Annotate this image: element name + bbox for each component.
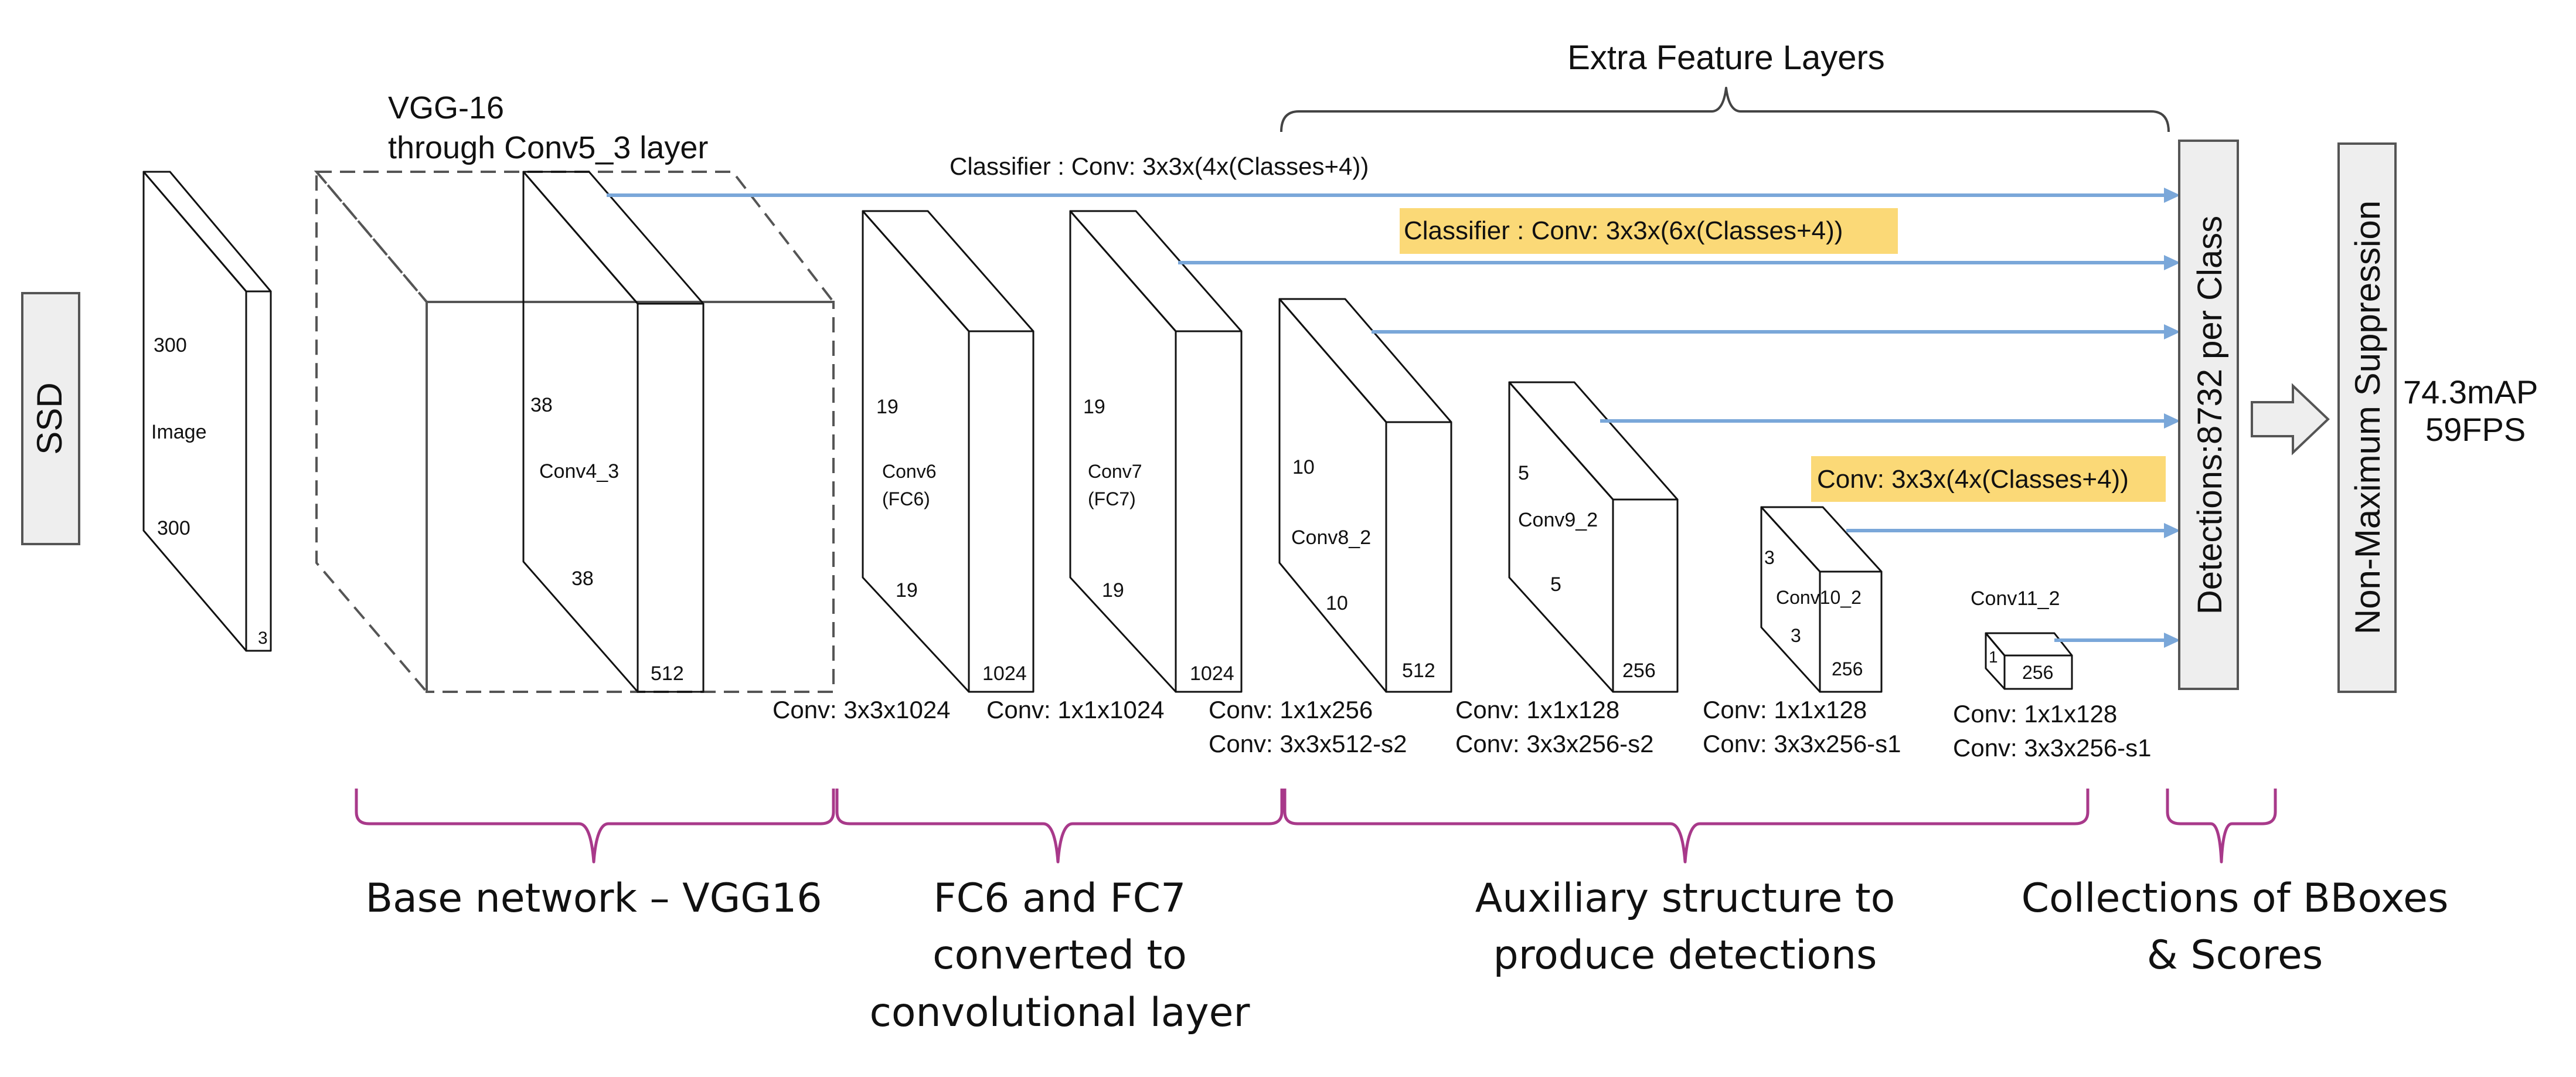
input-channels-label: 3 xyxy=(258,628,268,648)
conv10-2-op2-label: Conv: 3x3x256-s1 xyxy=(1703,730,1901,757)
collections-label-line2: & Scores xyxy=(2147,932,2323,979)
conv4-3-block: 38 Conv4_3 38 512 xyxy=(522,171,705,693)
conv11-2-name-label: Conv11_2 xyxy=(1971,587,2060,610)
classifier-3-highlight xyxy=(1811,456,2166,502)
conv10-2-op1-label: Conv: 1x1x128 xyxy=(1703,696,1867,723)
conv9-2-op1-label: Conv: 1x1x128 xyxy=(1455,696,1619,723)
conv7-height-label: 19 xyxy=(1083,396,1105,418)
conv6-depth-label: 1024 xyxy=(982,662,1027,685)
vgg16-dashed-box xyxy=(314,168,836,695)
conv9-2-op2-label: Conv: 3x3x256-s2 xyxy=(1455,730,1654,757)
classifier-2-highlight xyxy=(1400,208,1898,254)
results-map-label: 74.3mAP xyxy=(2403,373,2538,410)
vgg16-label-line1: VGG-16 xyxy=(388,90,504,125)
classifier-2-label: Classifier : Conv: 3x3x(6x(Classes+4)) xyxy=(1404,216,1843,245)
conv11-2-height-label: 1 xyxy=(1989,648,1998,666)
detections-label: Detections:8732 per Class xyxy=(2191,216,2229,614)
auxiliary-brace xyxy=(1283,789,2090,864)
collections-brace xyxy=(2166,789,2277,864)
conv6-name-label: Conv6 xyxy=(882,461,937,482)
fc-label-line1: FC6 and FC7 xyxy=(934,875,1186,922)
nms-label: Non-Maximum Suppression xyxy=(2348,201,2387,634)
conv4-3-name-label: Conv4_3 xyxy=(539,460,619,483)
conv9-2-height-label: 5 xyxy=(1518,462,1529,484)
base-network-label: Base network – VGG16 xyxy=(365,875,822,922)
conv10-2-width-label: 3 xyxy=(1791,625,1801,646)
conv8-2-height-label: 10 xyxy=(1292,456,1315,478)
conv10-2-height-label: 3 xyxy=(1764,547,1775,568)
conv4-3-height-label: 38 xyxy=(530,394,553,416)
auxiliary-label-line2: produce detections xyxy=(1493,932,1877,979)
nms-box xyxy=(2337,142,2397,693)
input-name-label: Image xyxy=(151,421,207,443)
conv7-block: 19 Conv7 (FC7) 19 1024 xyxy=(1069,210,1243,693)
conv8-2-block: 10 Conv8_2 10 512 xyxy=(1278,298,1452,693)
conv8-2-width-label: 10 xyxy=(1326,592,1348,614)
fc-label-line3: convolutional layer xyxy=(870,990,1250,1036)
conv11-2-block: Conv11_2 1 256 xyxy=(1971,587,2073,690)
classifier-1-label: Classifier : Conv: 3x3x(4x(Classes+4)) xyxy=(950,152,1369,180)
conv6-width-label: 19 xyxy=(896,579,918,602)
conv11-2-depth-label: 256 xyxy=(2022,662,2053,683)
conv6-block: 19 Conv6 (FC6) 19 1024 xyxy=(862,210,1035,693)
conv7-width-label: 19 xyxy=(1102,579,1124,602)
nms-arrow xyxy=(2251,383,2330,456)
vgg16-label-line2: through Conv5_3 layer xyxy=(388,130,708,165)
conv6-op-label: Conv: 3x3x1024 xyxy=(773,696,951,723)
conv9-2-depth-label: 256 xyxy=(1622,660,1656,682)
conv8-2-name-label: Conv8_2 xyxy=(1291,526,1371,549)
ssd-label: SSD xyxy=(30,382,69,454)
conv10-2-name-label: Conv10_2 xyxy=(1776,587,1862,608)
conv8-2-op1-label: Conv: 1x1x256 xyxy=(1209,696,1373,723)
input-width-label: 300 xyxy=(157,517,190,539)
results-fps-label: 59FPS xyxy=(2425,411,2526,448)
input-image-block: 300 Image 300 3 xyxy=(142,171,272,652)
conv9-2-block: 5 Conv9_2 5 256 xyxy=(1508,381,1679,693)
base-network-brace xyxy=(355,789,835,864)
conv7-depth-label: 1024 xyxy=(1190,662,1234,685)
conv11-2-op1-label: Conv: 1x1x128 xyxy=(1953,700,2117,728)
conv7-name-label: Conv7 xyxy=(1088,461,1142,482)
conv6-height-label: 19 xyxy=(876,396,899,418)
input-height-label: 300 xyxy=(154,334,187,356)
extra-feature-layers-brace xyxy=(1280,87,2170,132)
classifier-arrows xyxy=(607,188,2180,648)
collections-label-line1: Collections of BBoxes xyxy=(2022,875,2449,922)
conv10-2-depth-label: 256 xyxy=(1832,658,1863,680)
auxiliary-label-line1: Auxiliary structure to xyxy=(1475,875,1896,922)
conv10-2-block: 3 Conv10_2 3 256 xyxy=(1760,506,1883,693)
fc-brace xyxy=(835,789,1284,864)
conv7-alias-label: (FC7) xyxy=(1088,488,1136,509)
conv9-2-name-label: Conv9_2 xyxy=(1518,509,1598,531)
extra-feature-layers-label: Extra Feature Layers xyxy=(1567,39,1885,77)
conv8-2-depth-label: 512 xyxy=(1402,660,1435,682)
detections-box xyxy=(2178,140,2239,690)
fc-label-line2: converted to xyxy=(933,932,1187,979)
classifier-3-label: Conv: 3x3x(4x(Classes+4)) xyxy=(1817,465,2129,494)
conv11-2-op2-label: Conv: 3x3x256-s1 xyxy=(1953,734,2152,762)
conv6-alias-label: (FC6) xyxy=(882,488,930,509)
conv8-2-op2-label: Conv: 3x3x512-s2 xyxy=(1209,730,1407,757)
conv4-3-width-label: 38 xyxy=(571,568,594,590)
conv7-op-label: Conv: 1x1x1024 xyxy=(986,696,1165,723)
ssd-box xyxy=(21,292,80,545)
conv9-2-width-label: 5 xyxy=(1550,573,1561,596)
conv4-3-depth-label: 512 xyxy=(651,662,684,685)
